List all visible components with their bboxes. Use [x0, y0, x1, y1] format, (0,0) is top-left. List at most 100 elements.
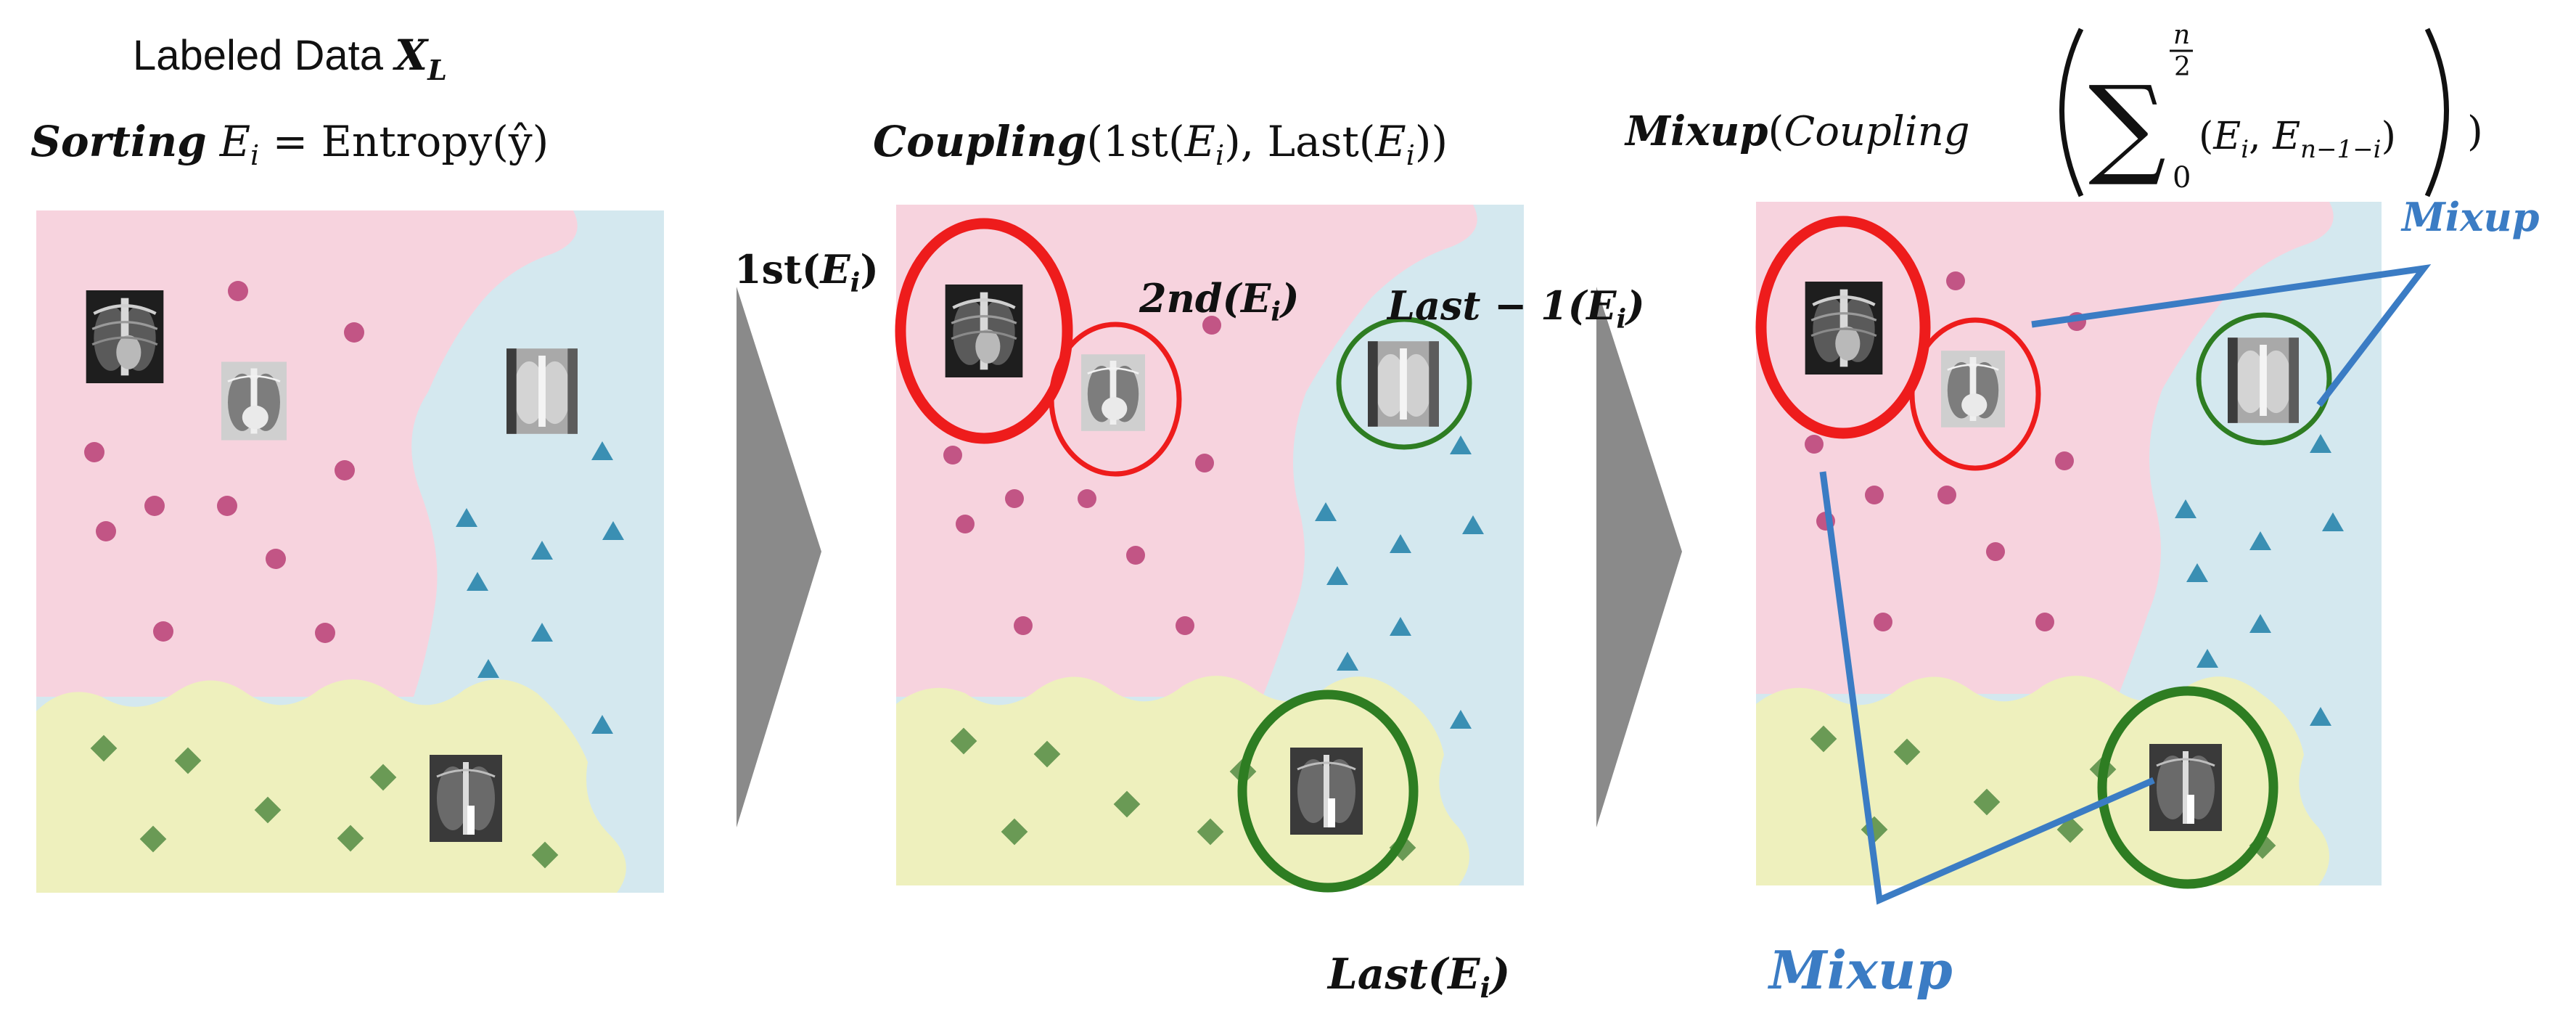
sample-diamond [1033, 740, 1061, 768]
sample-dot [266, 549, 286, 569]
label-last: Last(Ei) [1326, 949, 1510, 1004]
panel-3-triangles [2175, 434, 2344, 726]
panel-1 [36, 210, 664, 893]
sample-diamond [254, 796, 282, 824]
sample-diamond [1893, 738, 1921, 766]
circle-last-sample [1237, 690, 1419, 893]
panel-1-title: Labeled Data XL [133, 30, 447, 86]
sample-triangle [456, 508, 477, 527]
sample-diamond [1810, 725, 1837, 753]
sample-triangle [2249, 614, 2271, 633]
xray-image [2149, 744, 2222, 831]
sample-triangle [2322, 512, 2344, 531]
circle-last-minus-one-sample [2196, 312, 2332, 446]
panel-1-triangles [456, 441, 624, 734]
sample-triangle [467, 572, 488, 591]
circle-first-sample [895, 218, 1073, 444]
sample-dot [144, 496, 165, 516]
xray-image [1941, 349, 2005, 429]
coupling-formula: Coupling(1st(Ei), Last(Ei)) [873, 117, 1448, 171]
panel-3-diamonds [1810, 725, 2276, 859]
sample-dot [1805, 435, 1824, 454]
sample-triangle [2310, 434, 2331, 453]
sample-dot [217, 496, 237, 516]
sample-dot [1202, 316, 1221, 335]
mixup-formula-close: ) [2467, 108, 2483, 155]
circle-second-sample [1049, 322, 1182, 477]
sample-dot [1937, 486, 1956, 504]
xray-image [430, 755, 502, 842]
panel-1-pink-region [36, 210, 578, 697]
sample-dot [1005, 489, 1024, 508]
xray-image [506, 348, 578, 434]
sum-symbol: ∑ [2088, 63, 2166, 189]
xray-image [221, 361, 287, 441]
arrow-panel1-to-panel2 [737, 287, 821, 827]
sample-diamond [174, 747, 202, 774]
panel-2-dots [943, 316, 1221, 635]
sample-dot [1014, 616, 1033, 635]
mixup-label-top: Mixup [2400, 194, 2540, 240]
sample-dot [1195, 454, 1214, 472]
sample-triangle [602, 521, 624, 540]
sample-triangle [477, 659, 499, 678]
xray-image [1805, 282, 1883, 375]
xray-image [1081, 353, 1145, 433]
panel-2-triangles [1315, 435, 1484, 729]
sample-dot [1946, 271, 1965, 290]
panel-3-yellow-region [1756, 676, 2329, 885]
circle-last-sample [2097, 686, 2278, 889]
sample-diamond [369, 764, 397, 791]
circle-first-sample [1755, 216, 1931, 439]
sample-diamond [1001, 818, 1028, 846]
mixup-formula: Mixup(Coupling ∑ n 2 0 (Ei, En−1−i) ) [1624, 20, 2483, 197]
sample-triangle [2196, 649, 2218, 668]
panel-1-diamonds [90, 735, 559, 869]
big-paren-right [2424, 28, 2449, 197]
sample-triangle [531, 623, 553, 642]
sample-diamond [950, 727, 977, 755]
sample-dot [2035, 613, 2054, 631]
sample-dot [1986, 542, 2005, 561]
sample-triangle [1337, 652, 1358, 671]
big-paren-left [2059, 28, 2084, 197]
sample-diamond [1973, 788, 2001, 816]
sample-triangle [2175, 499, 2196, 518]
xray-image [86, 290, 164, 383]
mixup-formula-head: Mixup(Coupling [1624, 107, 1970, 155]
sample-dot [1176, 616, 1194, 635]
xray-image [1290, 748, 1363, 835]
sample-triangle [1450, 435, 1472, 454]
xray-image [1368, 341, 1439, 427]
sample-triangle [1450, 710, 1472, 729]
sample-diamond [139, 825, 167, 853]
sample-triangle [2186, 563, 2208, 582]
sample-dot [96, 521, 116, 541]
sample-dot [315, 623, 335, 643]
sample-dot [1126, 546, 1145, 565]
mixup-line-top [2031, 263, 2432, 407]
sample-triangle [2310, 707, 2331, 726]
panel-3-pink-region [1756, 202, 2334, 694]
sample-dot [1874, 613, 1892, 631]
sample-dot [335, 460, 355, 480]
sample-diamond [1197, 818, 1224, 846]
sample-dot [84, 442, 104, 462]
panel-1-dots [84, 281, 364, 643]
sample-triangle [1315, 502, 1337, 521]
mixup-line-bottom [1819, 471, 2155, 905]
circle-last-minus-one-sample [1336, 316, 1472, 450]
label-first: 1st(Ei) [734, 246, 879, 298]
sample-diamond [337, 825, 364, 852]
sample-dot [943, 446, 962, 465]
mixup-label-bottom: Mixup [1767, 939, 1953, 1001]
xray-image [2228, 337, 2299, 423]
sample-dot [344, 322, 364, 343]
label-last-minus-one: Last − 1(Ei) [1386, 282, 1645, 335]
sample-dot [1078, 489, 1096, 508]
sum-lower: 0 [2173, 161, 2191, 195]
xray-image [946, 285, 1023, 377]
sample-diamond [1113, 790, 1141, 818]
